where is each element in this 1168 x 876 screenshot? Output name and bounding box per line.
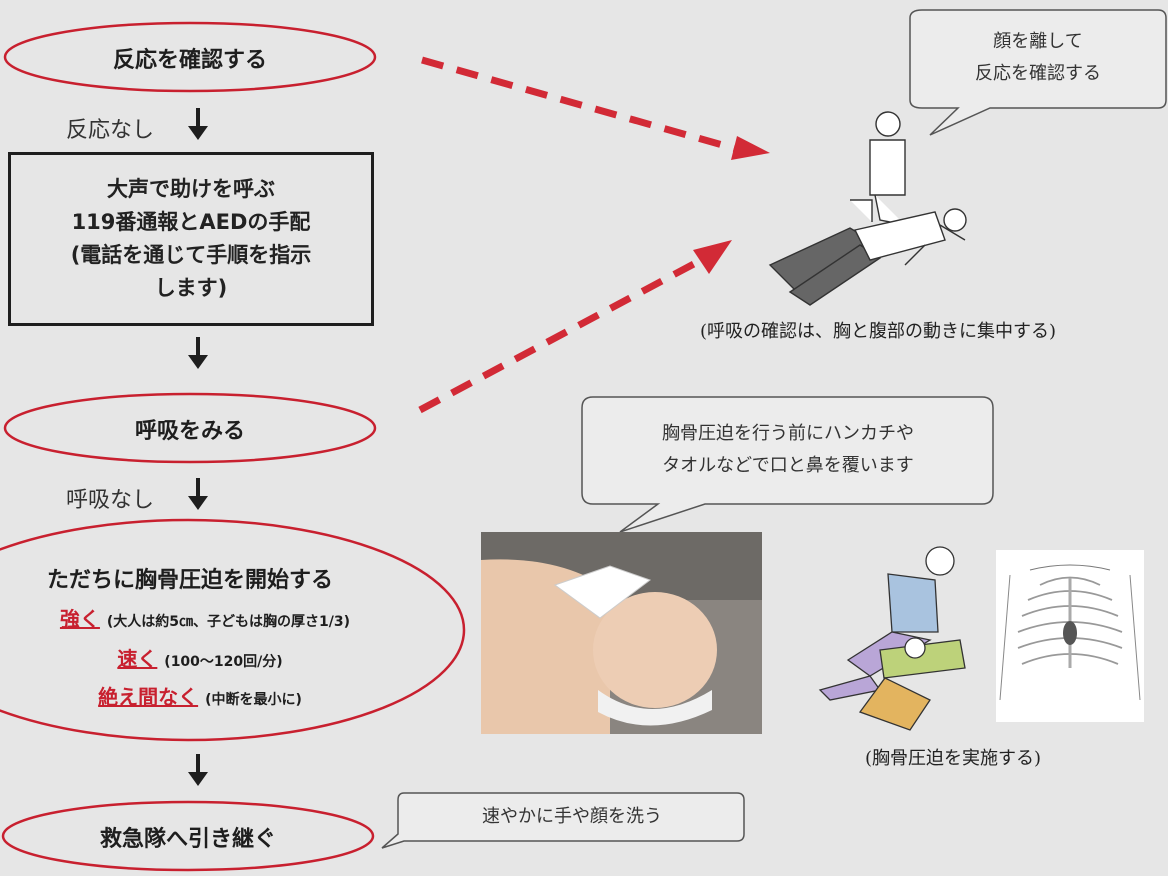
step4-note: (大人は約5㎝、子どもは胸の厚さ1/3) — [106, 614, 351, 630]
bubble-wash-text: 速やかに手や顔を洗う — [482, 806, 662, 827]
step3-ellipse — [3, 392, 377, 464]
ribcage-illustration — [996, 550, 1144, 722]
step3-label: 呼吸をみる — [134, 419, 245, 444]
step4-ellipse — [0, 518, 466, 742]
step4-emphasis: 強く — [59, 607, 100, 631]
dashed-arrow-to-patient-bottom — [418, 240, 732, 414]
bubble-wash — [381, 792, 745, 849]
bubble-line: タオルなどで口と鼻を覆います — [662, 455, 914, 476]
step2-line: します) — [154, 276, 228, 300]
chest-compression-illustration — [818, 546, 966, 731]
step5-ellipse — [1, 800, 375, 872]
step2-line: (電話を通じて手順を指示 — [70, 243, 312, 267]
breathing-caption: (呼吸の確認は、胸と腹部の動きに集中する) — [700, 321, 1057, 342]
bubble-line: 反応を確認する — [975, 63, 1101, 84]
bubble-line: 胸骨圧迫を行う前にハンカチや — [662, 423, 914, 444]
step2-line: 大声で助けを呼ぶ — [107, 177, 275, 201]
step4-title: ただちに胸骨圧迫を開始する — [46, 568, 333, 593]
step4-item: 速く (100〜120回/分) — [60, 643, 340, 672]
step4-emphasis: 速く — [117, 647, 158, 671]
step2-line: 119番通報とAEDの手配 — [71, 210, 311, 234]
step2-box: 大声で助けを呼ぶ 119番通報とAEDの手配 (電話を通じて手順を指示 します) — [8, 152, 374, 326]
step4-note: (100〜120回/分) — [164, 654, 283, 670]
bubble-face — [909, 9, 1167, 136]
step4-item: 強く (大人は約5㎝、子どもは胸の厚さ1/3) — [0, 603, 410, 632]
bubble-face-text: 顔を離して 反応を確認する — [912, 26, 1164, 90]
down-arrow-icon — [188, 108, 208, 140]
down-arrow-icon — [188, 337, 208, 369]
step1-ellipse — [3, 21, 377, 93]
step1-label: 反応を確認する — [112, 48, 267, 73]
down-arrow-icon — [188, 478, 208, 510]
step5-label: 救急隊へ引き継ぐ — [99, 827, 276, 852]
bubble-line: 顔を離して — [993, 31, 1083, 52]
step4-note: (中断を最小に) — [205, 692, 302, 708]
bubble-cloth — [581, 396, 994, 533]
bubble-cloth-text: 胸骨圧迫を行う前にハンカチや タオルなどで口と鼻を覆います — [584, 418, 992, 482]
no-response-label: 反応なし — [66, 118, 155, 143]
step4-emphasis: 絶え間なく — [98, 685, 199, 709]
step4-item: 絶え間なく (中断を最小に) — [40, 681, 360, 710]
no-breathing-label: 呼吸なし — [66, 488, 155, 513]
manikin-photo — [481, 532, 762, 734]
rescuer-checking-illustration — [768, 111, 967, 306]
down-arrow-icon — [188, 754, 208, 786]
dashed-arrow-to-patient-top — [421, 56, 770, 160]
compression-caption: (胸骨圧迫を実施する) — [865, 748, 1042, 769]
